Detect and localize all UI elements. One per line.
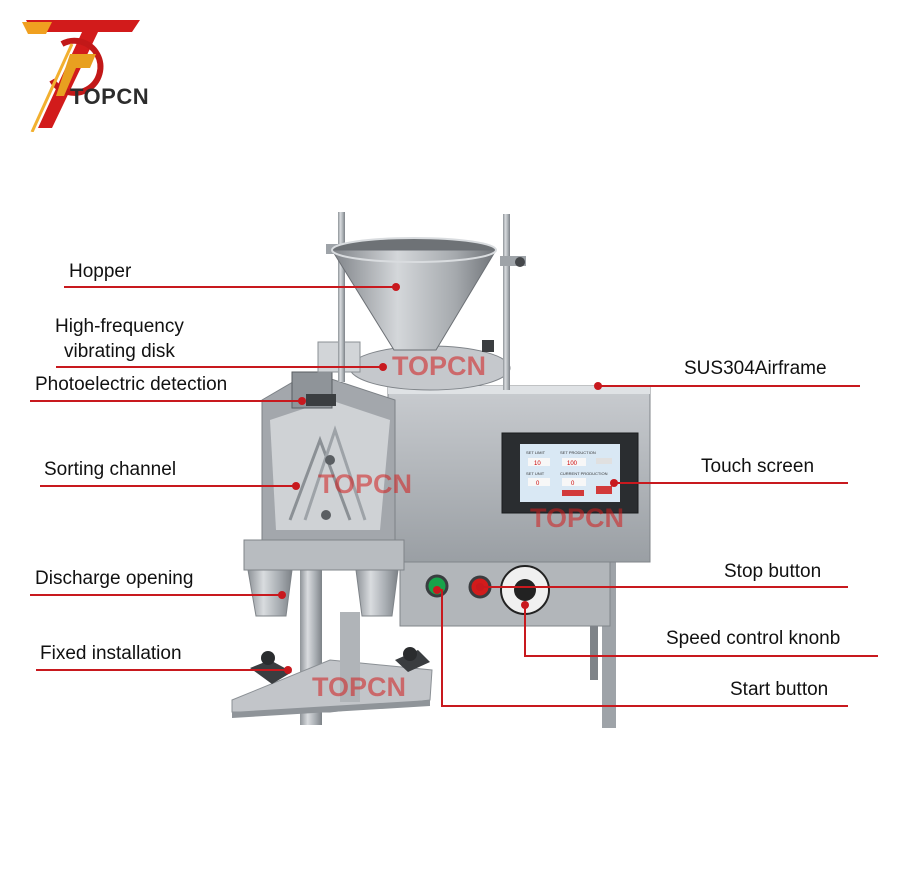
label-vibrating-line2: vibrating disk (64, 341, 175, 362)
label-sorting: Sorting channel (44, 459, 177, 480)
screen-production-value: 100 (567, 461, 578, 467)
screen-set-limit: SET LIMIT (526, 450, 546, 455)
label-start: Start button (730, 679, 829, 700)
screen-current-production: CURRENT PRODUCTION (560, 471, 608, 476)
label-speed: Speed control knonb (666, 628, 841, 649)
logo-text: TOPCN (70, 84, 150, 109)
screen-value-a: 0 (536, 481, 540, 487)
label-vibrating-line1: High-frequency (55, 316, 184, 337)
logo-emblem (22, 20, 140, 132)
screen-limit-value: 10 (534, 461, 541, 467)
watermark-3: TOPCN (530, 503, 624, 533)
label-stop: Stop button (724, 561, 822, 582)
label-fixed: Fixed installation (40, 643, 182, 664)
label-touch: Touch screen (701, 456, 815, 477)
watermark-4: TOPCN (312, 672, 406, 702)
screen-value-b: 0 (571, 481, 575, 487)
screen-set-unit: SET UNIT (526, 471, 545, 476)
watermark-1: TOPCN (392, 351, 486, 381)
label-frame: SUS304Airframe (684, 358, 827, 379)
label-discharge: Discharge opening (35, 568, 194, 589)
watermark-2: TOPCN (318, 469, 412, 499)
label-hopper: Hopper (69, 261, 132, 282)
screen-set-production: SET PRODUCTION (560, 450, 596, 455)
leader-lines (30, 286, 878, 707)
label-photoelectric: Photoelectric detection (35, 374, 228, 395)
